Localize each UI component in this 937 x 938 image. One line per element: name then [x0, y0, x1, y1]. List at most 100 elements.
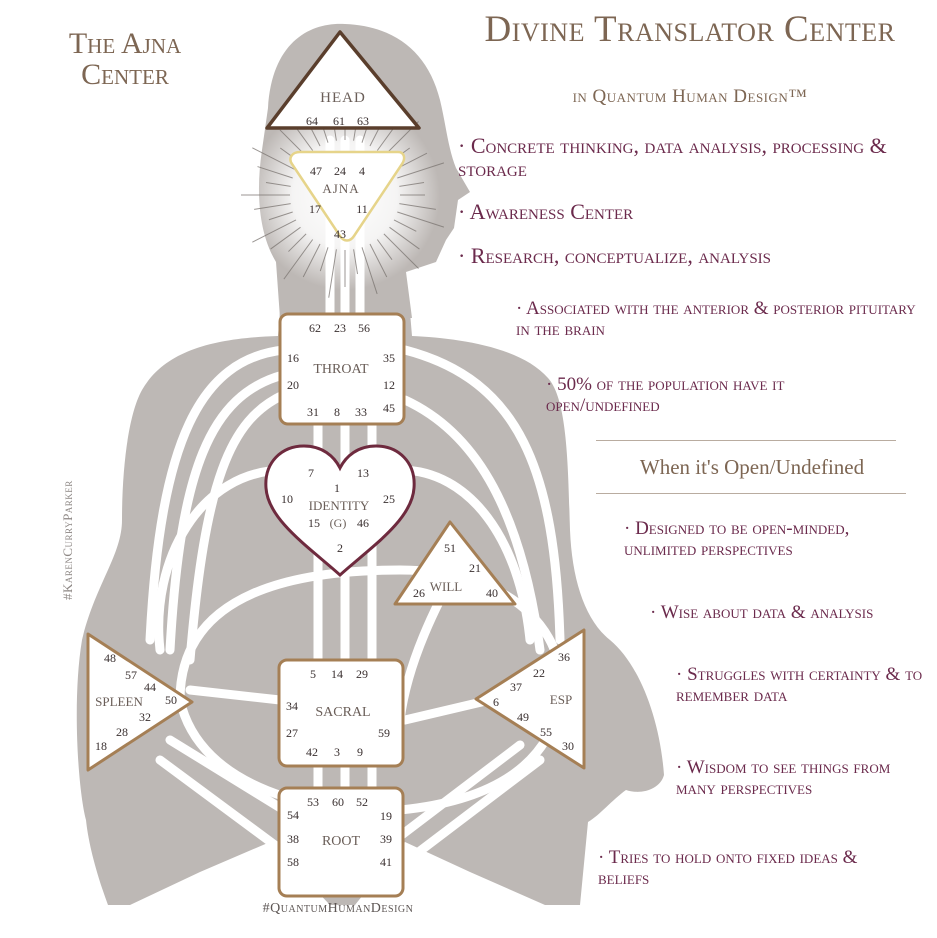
esp-center: 36 22 37 ESP 6 49 55 30 [474, 628, 586, 770]
head-gate: 61 [333, 114, 345, 128]
ajna-label: AJNA [322, 181, 359, 196]
throat-gate: 35 [383, 351, 395, 365]
section-heading: When it's Open/Undefined [639, 455, 865, 479]
esp-gate: 37 [510, 680, 522, 694]
throat-center: 62 23 56 16 35 THROAT 20 12 31 8 33 45 [278, 312, 406, 426]
spleen-gate: 44 [144, 680, 156, 694]
identity-label: IDENTITY [309, 498, 370, 513]
ray-line [383, 233, 419, 269]
root-gate: 41 [380, 855, 392, 869]
ajna-fact-text: Concrete thinking, data analysis, proces… [458, 133, 887, 181]
ajna-gate: 24 [334, 164, 346, 178]
ray-line [270, 226, 301, 250]
head-label: HEAD [320, 90, 366, 106]
ajna-fact: · Awareness Center [458, 199, 634, 224]
subtitle: in Quantum Human Design™ [572, 86, 808, 107]
throat-gate: 23 [334, 321, 346, 335]
ray-line [393, 219, 417, 232]
identity-gate: 15 [308, 516, 320, 530]
root-gate: 52 [356, 795, 368, 809]
sacral-center: 5 14 29 34 SACRAL 27 59 42 3 9 [277, 658, 405, 768]
will-gate: 21 [469, 561, 481, 575]
ray-line [288, 233, 307, 252]
ajna-gate: 11 [356, 202, 368, 216]
sacral-gate: 59 [378, 726, 390, 740]
ajna-gate: 4 [359, 164, 365, 178]
ajna-rays [241, 92, 445, 298]
ray-line [397, 211, 445, 228]
ajna-fact: · Associated with the anterior & posteri… [516, 298, 916, 340]
identity-gate: 25 [383, 492, 395, 506]
sacral-gate: 9 [357, 745, 363, 759]
root-gate: 58 [287, 855, 299, 869]
throat-gate: 45 [383, 401, 395, 415]
open-point: · Wise about data & analysis [650, 602, 874, 623]
will-gate: 26 [413, 586, 425, 600]
will-label: WILL [430, 579, 463, 594]
ray-line [389, 226, 420, 250]
will-center: 51 21 WILL 26 40 [393, 520, 517, 606]
ajna-fact: · 50% of the population have it open/und… [546, 374, 785, 416]
ajna-fact-text: 50% of the population have it open/undef… [546, 374, 785, 416]
ray-line [319, 247, 329, 272]
left-title: The Ajna Center [68, 27, 182, 91]
open-point: · Designed to be open-minded, unlimited … [624, 518, 850, 560]
ray-line [252, 219, 297, 243]
ajna-gate: 17 [309, 202, 321, 216]
ray-line [399, 203, 436, 210]
esp-gate: 49 [517, 710, 529, 724]
open-point-text: Wisdom to see things from many perspecti… [676, 757, 891, 799]
throat-gate: 33 [355, 405, 367, 419]
esp-label: ESP [550, 692, 572, 707]
esp-gate: 6 [493, 695, 499, 709]
ray-line [369, 243, 388, 278]
identity-gate: 46 [357, 516, 369, 530]
ray-line [376, 239, 393, 261]
identity-gate: 1 [334, 481, 340, 495]
will-gate: 40 [486, 586, 498, 600]
main-title: Divine Translator Center [484, 9, 896, 50]
head-gate: 64 [306, 114, 318, 128]
ray-line [254, 203, 291, 210]
identity-gate: 7 [308, 466, 314, 480]
spleen-gate: 57 [125, 668, 137, 682]
head-center: HEAD 64 61 63 [265, 30, 421, 130]
root-gate: 60 [332, 795, 344, 809]
spleen-gate: 32 [139, 710, 151, 724]
ray-line [257, 166, 293, 179]
spleen-gate: 28 [116, 725, 128, 739]
root-label: ROOT [322, 834, 361, 849]
sacral-gate: 34 [286, 699, 298, 713]
open-point-text: Designed to be open-minded, unlimited pe… [624, 518, 850, 560]
sacral-gate: 3 [334, 745, 340, 759]
will-gate: 51 [444, 541, 456, 555]
sacral-gate: 29 [356, 667, 368, 681]
identity-label-g: (G) [330, 516, 347, 530]
ray-line [361, 247, 378, 295]
root-gate: 38 [287, 832, 299, 846]
ray-line [397, 162, 445, 179]
open-point: · Wisdom to see things from many perspec… [676, 757, 891, 799]
throat-gate: 31 [307, 405, 319, 419]
sacral-gate: 42 [306, 745, 318, 759]
identity-gate: 2 [337, 541, 343, 555]
open-point: · Struggles with certainty & to remember… [676, 664, 923, 706]
ray-line [252, 147, 297, 171]
ray-line [353, 249, 359, 275]
ray-line [399, 181, 425, 187]
open-point: · Tries to hold onto fixed ideas & belie… [598, 847, 858, 889]
spleen-gate: 18 [95, 739, 107, 753]
throat-label: THROAT [313, 362, 369, 377]
identity-gate: 10 [281, 492, 293, 506]
ray-line [302, 243, 321, 278]
throat-gate: 62 [309, 321, 321, 335]
sacral-label: SACRAL [315, 705, 370, 720]
root-gate: 39 [380, 832, 392, 846]
spleen-gate: 50 [165, 693, 177, 707]
sacral-gate: 14 [331, 667, 343, 681]
divider [596, 493, 906, 494]
esp-gate: 36 [558, 650, 570, 664]
esp-gate: 22 [533, 666, 545, 680]
identity-gate: 13 [357, 466, 369, 480]
ray-line [283, 239, 314, 280]
